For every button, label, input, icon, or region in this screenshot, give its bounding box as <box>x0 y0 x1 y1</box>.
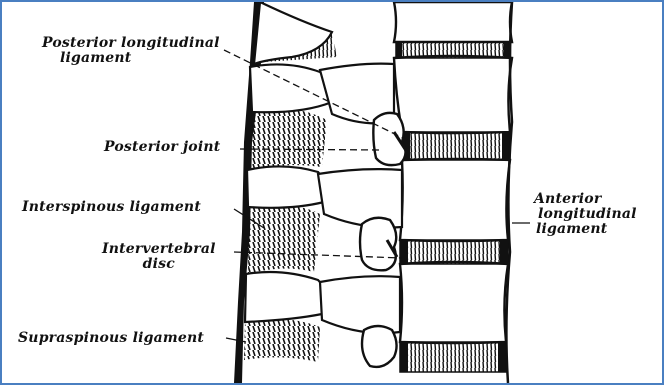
label-intervertebral: Intervertebral disc <box>102 242 216 272</box>
interspinous-region-3 <box>244 319 320 362</box>
label-posterior-longitudinal: Posterior longitudinal ligament <box>42 36 220 66</box>
label-supraspinous: Supraspinous ligament <box>18 331 204 346</box>
spinous-process-4 <box>245 272 326 322</box>
disc-1 <box>396 42 510 58</box>
disc-2 <box>402 132 510 160</box>
disc-3 <box>400 240 508 264</box>
label-anterior-longitudinal: Anterior longitudinal ligament <box>532 192 637 237</box>
vertebral-body-1 <box>394 2 512 42</box>
lamina-3 <box>320 276 400 333</box>
disc-4 <box>400 342 506 372</box>
facet-joint-3 <box>362 326 397 367</box>
vertebral-body-2 <box>394 56 512 133</box>
facet-joint-1 <box>373 113 405 165</box>
interspinous-region-1 <box>250 108 327 170</box>
label-interspinous: Interspinous ligament <box>22 200 201 215</box>
spinous-process-3 <box>247 166 327 207</box>
interspinous-region-2 <box>248 205 320 274</box>
vertebral-body-4 <box>400 262 508 343</box>
vertebral-body-3 <box>400 159 510 241</box>
label-posterior-joint: Posterior joint <box>104 140 220 155</box>
